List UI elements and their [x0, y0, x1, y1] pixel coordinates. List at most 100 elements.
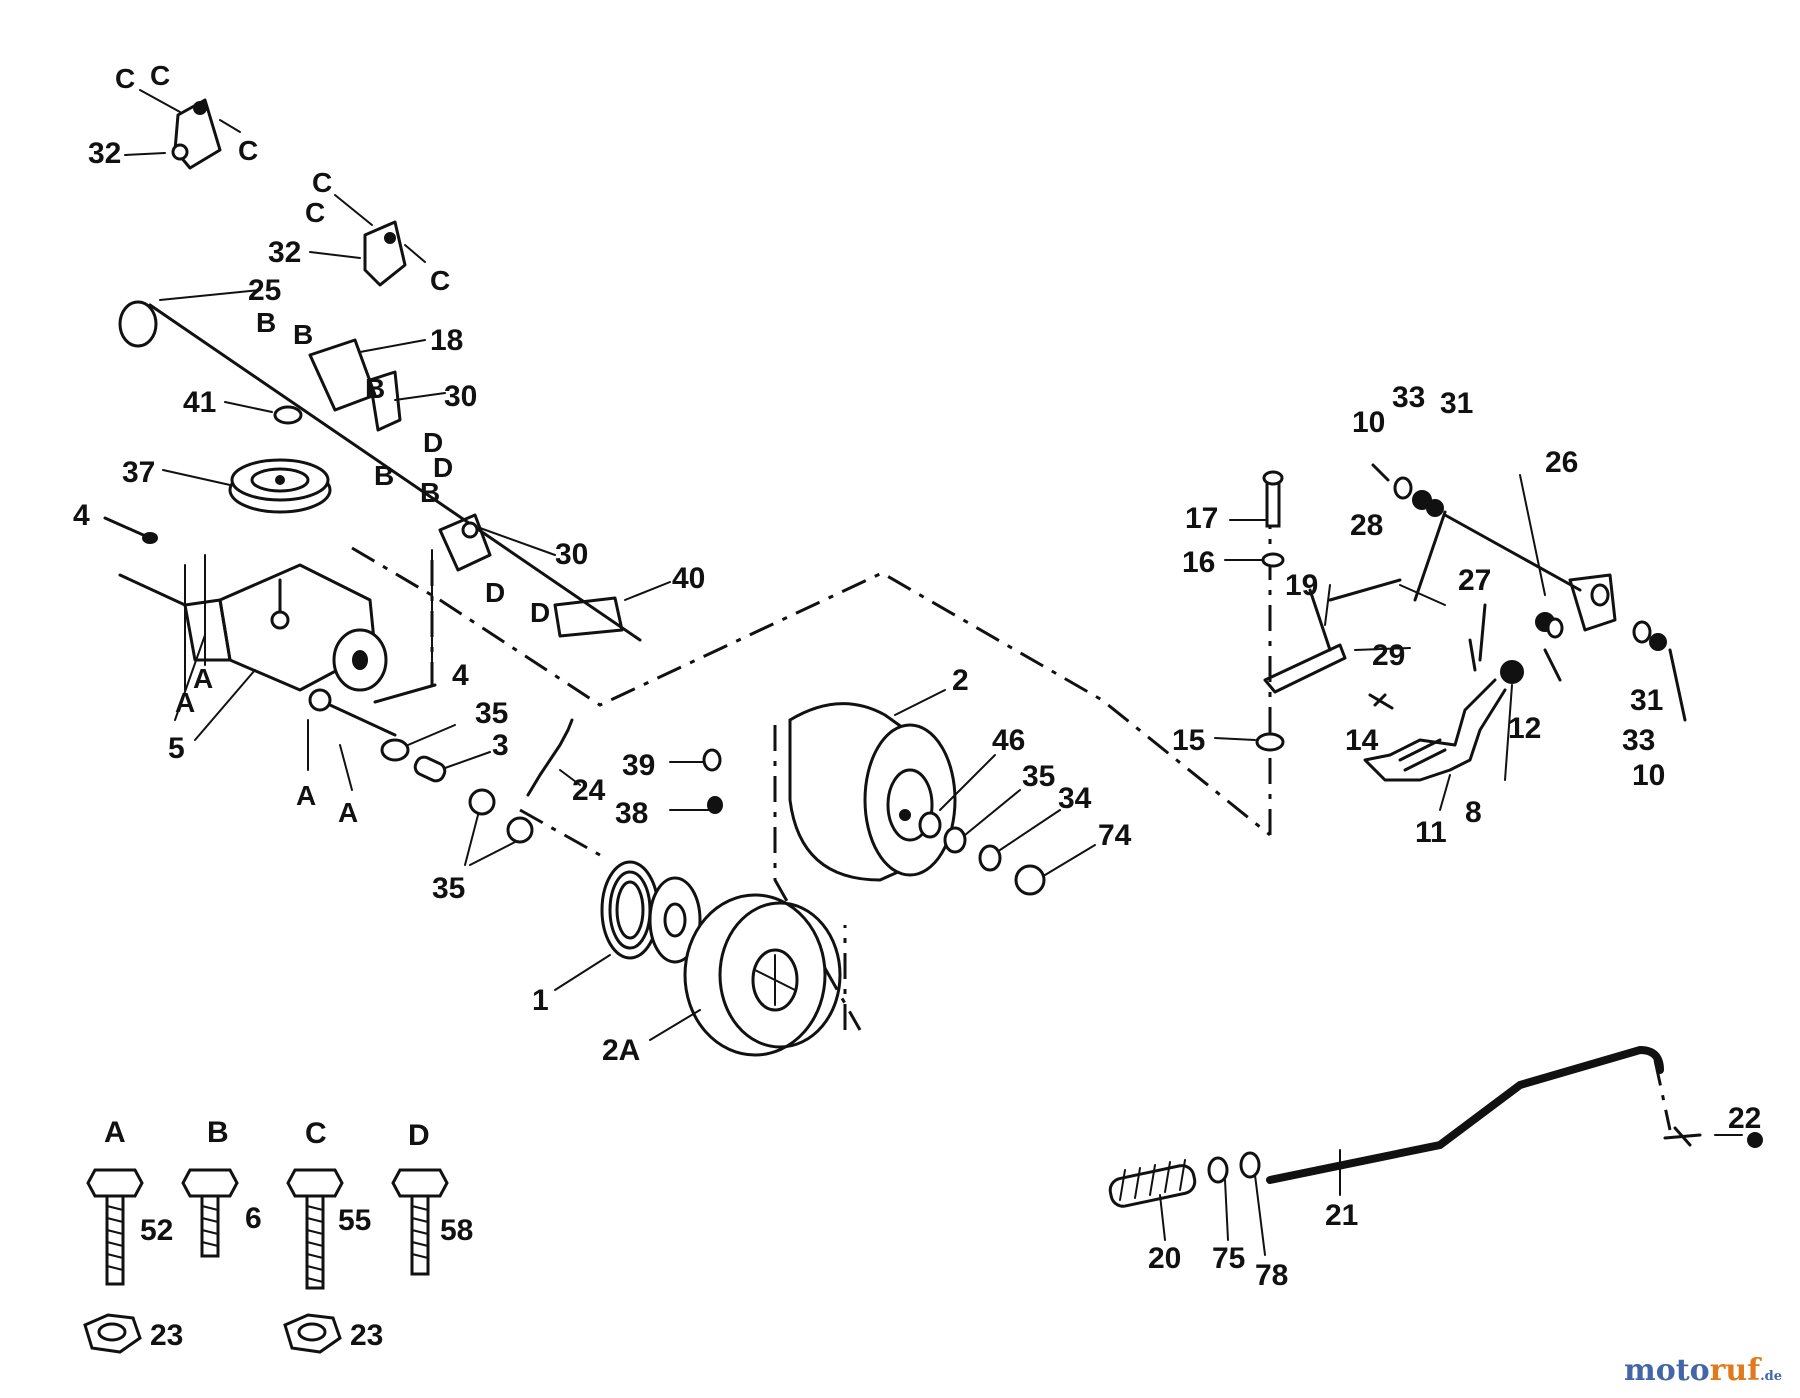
callout-31: 31 [1630, 684, 1663, 717]
bracket-32-top [124, 89, 241, 170]
callout-8: 8 [1465, 796, 1482, 829]
bolt-39-nut-38 [669, 748, 723, 814]
callout-10: 10 [1632, 759, 1665, 792]
bolt-6 [181, 1168, 239, 1258]
callout-5: 5 [168, 732, 185, 765]
callout-6: 6 [245, 1202, 262, 1235]
callout-12: 12 [1508, 712, 1541, 745]
washer-41 [224, 401, 303, 425]
ref-letter-D: D [433, 452, 453, 483]
bolt-55 [286, 1168, 344, 1290]
callout-11: 11 [1415, 816, 1447, 849]
ref-letter-B: B [365, 373, 385, 404]
ref-letter-B: B [420, 477, 440, 508]
callout-14: 14 [1345, 724, 1379, 757]
nut-23-b [283, 1313, 342, 1354]
ref-letter-A: A [338, 797, 358, 828]
callout-35: 35 [1022, 760, 1055, 793]
callout-29: 29 [1372, 639, 1405, 672]
callout-40: 40 [672, 562, 705, 595]
ref-letter-C: C [312, 167, 332, 198]
callout-58: 58 [440, 1214, 473, 1247]
ref-letter-D: D [485, 577, 505, 608]
callout-27: 27 [1458, 564, 1491, 597]
callout-2A: 2A [602, 1034, 640, 1067]
bracket-30-40 [431, 513, 671, 681]
callout-2: 2 [952, 664, 969, 697]
transaxle-5 [118, 563, 397, 741]
bolt-4-center [373, 683, 437, 704]
callout-34: 34 [1058, 782, 1092, 815]
bolt-58 [391, 1168, 449, 1276]
callout-78: 78 [1255, 1259, 1288, 1292]
callout-4: 4 [452, 659, 469, 692]
ref-letter-D: D [423, 427, 443, 458]
bolt-52 [86, 1168, 144, 1286]
callout-21: 21 [1325, 1199, 1358, 1232]
cable-rod-25 [118, 289, 642, 642]
cross-shaft-26-assembly [1363, 463, 1687, 811]
ref-letter-B: B [293, 319, 313, 350]
legend-letter-C: C [305, 1117, 327, 1150]
wheel-2A [649, 893, 842, 1057]
drive-rod-21-assembly [1108, 1045, 1763, 1256]
callout-74: 74 [1098, 819, 1132, 852]
callout-23: 23 [350, 1319, 383, 1352]
pulley-37 [162, 458, 332, 514]
legend-letter-B: B [207, 1116, 229, 1149]
callout-25: 25 [248, 274, 281, 307]
ref-letter-C: C [115, 63, 135, 94]
ref-letter-C: C [305, 197, 325, 228]
ref-letter-A: A [175, 687, 195, 718]
legend-letter-D: D [408, 1119, 430, 1152]
callout-26: 26 [1545, 446, 1578, 479]
callout-1: 1 [532, 984, 549, 1017]
callout-30: 30 [555, 538, 588, 571]
spring-20 [1108, 1159, 1197, 1208]
ref-letter-C: C [430, 265, 450, 296]
callout-46: 46 [992, 724, 1025, 757]
ref-letter-A: A [296, 780, 316, 811]
callout-41: 41 [183, 386, 216, 419]
ref-letter-B: B [374, 460, 394, 491]
callout-32: 32 [268, 236, 301, 269]
ref-marks-A [184, 554, 353, 791]
ref-letter-C: C [238, 135, 258, 166]
bracket-18-30 [308, 338, 446, 432]
callout-31: 31 [1440, 387, 1473, 420]
callout-39: 39 [622, 749, 655, 782]
ref-letter-B: B [256, 307, 276, 338]
callout-18: 18 [430, 324, 463, 357]
callout-4: 4 [73, 499, 90, 532]
bolt-4-left [103, 516, 158, 544]
nut-23-a [83, 1313, 142, 1354]
callout-75: 75 [1212, 1242, 1245, 1275]
callout-30: 30 [444, 380, 477, 413]
callout-37: 37 [122, 456, 155, 489]
callout-35: 35 [432, 872, 465, 905]
reference-letters: C C C C C C B B B B B D D D D A A A A A … [104, 60, 550, 1152]
callout-23: 23 [150, 1319, 183, 1352]
callout-10: 10 [1352, 406, 1385, 439]
ref-letter-A: A [193, 663, 213, 694]
axle-hardware-46-35-34-74 [918, 754, 1096, 896]
washers-35-spacer-3 [380, 724, 534, 866]
callout-16: 16 [1182, 546, 1215, 579]
hardware-legend [83, 1168, 449, 1354]
ref-letter-C: C [150, 60, 170, 91]
callout-33: 33 [1392, 381, 1425, 414]
bracket-32-middle [309, 194, 426, 287]
legend-letter-A: A [104, 1116, 126, 1149]
callout-28: 28 [1350, 509, 1383, 542]
wheel-2 [788, 689, 957, 882]
watermark-logo: motoruf.de [1623, 1353, 1782, 1388]
callout-22: 22 [1728, 1102, 1761, 1135]
ref-letter-D: D [530, 597, 550, 628]
callout-20: 20 [1148, 1242, 1181, 1275]
callout-38: 38 [615, 797, 648, 830]
brake-linkage-assembly [1214, 470, 1446, 752]
callout-15: 15 [1172, 724, 1205, 757]
callout-52: 52 [140, 1214, 173, 1247]
callout-35: 35 [475, 697, 508, 730]
